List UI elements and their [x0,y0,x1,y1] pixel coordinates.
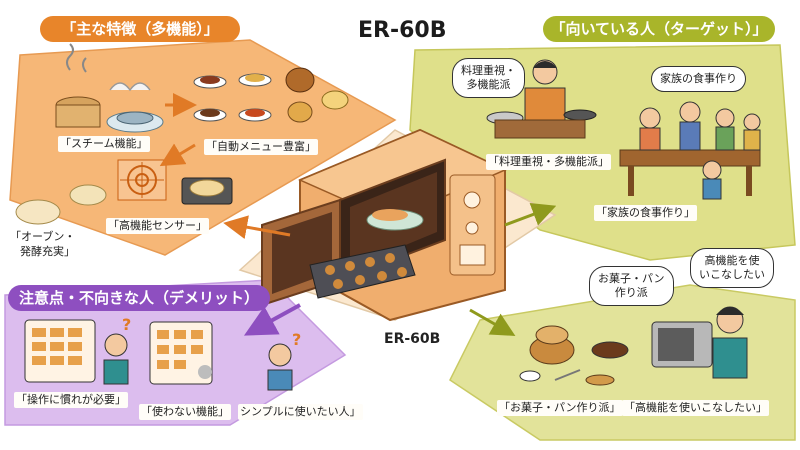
demerit-simple-label: シンプルに使いたい人」 [238,404,363,420]
speech-bubble-cooking: 料理重視・ 多機能派 [452,58,525,98]
target-family-label: 「家族の食事作り」 [594,205,697,221]
sensor-icon [117,159,167,201]
speech-bubble-family: 家族の食事作り [651,66,746,92]
bubble-line: お菓子・パン [598,272,665,285]
svg-text:?: ? [292,330,301,349]
bubble-line: 多機能派 [466,78,511,91]
bubble-line: いこなしたい [699,268,765,281]
microwave-oven-icon [261,128,507,322]
target-panel [409,44,796,261]
speech-bubble-bread: お菓子・パン 作り派 [589,266,674,306]
family-table-icon [619,101,761,200]
steamer-icon [55,43,101,128]
bubble-line: 作り派 [614,286,648,299]
fish-plate-icon [106,82,164,133]
person-microwave-icon [651,306,748,379]
demerit-heading: 注意点・不向きな人（デメリット） [8,285,270,311]
target-heading: 「向いている人（ターゲット）」 [543,16,775,42]
target-cooking-label: 「料理重視・多機能派」 [486,154,611,170]
oven-label: ER-60B [384,331,441,347]
dishes-icon [193,67,349,123]
bubble-line: 料理重視・ [461,64,516,77]
bubble-line: 高機能を使 [704,254,760,267]
feature-menu-label: 「自動メニュー豊富」 [204,139,318,155]
feature-oven-label-2: 発酵充実」 [20,245,75,258]
unused-buttons-icon: ? [149,321,301,391]
feature-oven-label-1: 「オーブン・ [10,230,76,243]
baking-goods-icon [519,325,629,386]
chef-person-icon [486,59,597,139]
complex-panel-icon: ? [24,315,131,385]
bread-tray-icon [15,177,233,225]
advanced-user-label: 「高機能を使いこなしたい」 [622,400,769,416]
demerit-unused-label: 「使わない機能」 [139,404,231,420]
feature-steam-label: 「スチーム機能」 [58,136,150,152]
svg-text:?: ? [122,315,131,334]
demerit-operation-label: 「操作に慣れが必要」 [14,392,128,408]
speech-bubble-advanced: 高機能を使 いこなしたい [690,248,774,288]
feature-sensor-label: 「高機能センサー」 [106,218,209,234]
features-heading: 「主な特徴（多機能）」 [40,16,240,42]
features-panel [9,39,397,256]
bread-maker-label: 「お菓子・パン作り派」 [497,400,623,416]
main-title: ER-60B [358,18,447,43]
